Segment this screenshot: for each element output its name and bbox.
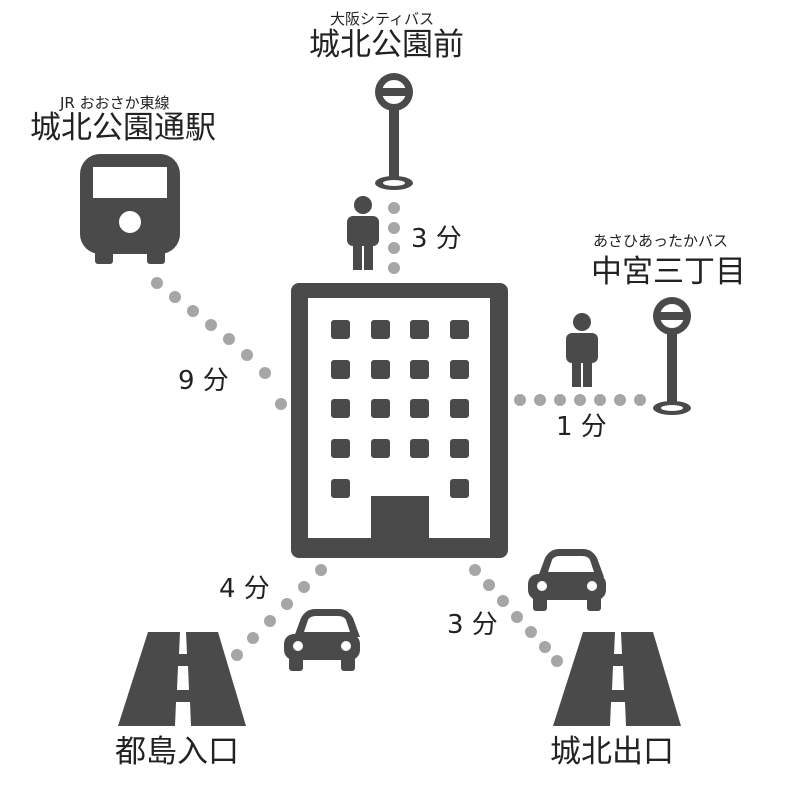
highway-exit-name: 城北出口 [550, 734, 674, 770]
time-highway-exit: 3 分 [447, 610, 498, 640]
train-icon [80, 154, 180, 264]
time-train: 9 分 [178, 366, 229, 396]
highway-exit-icon [553, 632, 681, 726]
car-left-icon [284, 609, 360, 671]
route-highway-exit [469, 564, 563, 667]
route-bus-east [514, 394, 646, 406]
highway-entrance-icon [118, 632, 246, 726]
bus-north-stop-name: 城北公園前 [309, 27, 464, 63]
train-station-name: 城北公園通駅 [30, 110, 216, 146]
train-line-label: JR おおさか東線 [60, 94, 170, 112]
route-train [151, 277, 287, 410]
walking-person-east-icon [566, 313, 598, 387]
time-bus-east: 1 分 [556, 412, 607, 442]
bus-east-stop-name: 中宮三丁目 [591, 254, 746, 290]
time-bus-north: 3 分 [411, 224, 462, 254]
bus-east-line-label: あさひあったかバス [593, 232, 729, 250]
walking-person-north-icon [347, 196, 379, 270]
building-icon [291, 283, 508, 558]
highway-entrance-name: 都島入口 [115, 734, 239, 770]
bus-north-line-label: 大阪シティバス [330, 10, 435, 28]
route-highway-entrance [231, 564, 327, 661]
bus-stop-north-icon [375, 73, 413, 190]
car-right-icon [528, 549, 606, 611]
route-bus-north [388, 202, 400, 274]
bus-stop-east-icon [653, 297, 691, 415]
time-highway-entrance: 4 分 [219, 574, 270, 604]
